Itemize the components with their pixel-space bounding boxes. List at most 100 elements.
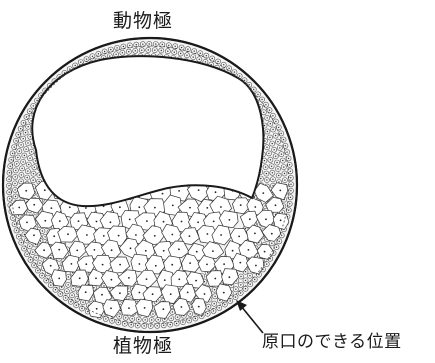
cell-nucleus	[278, 181, 280, 183]
blastopore-arrow	[236, 300, 264, 334]
cell-nucleus	[256, 255, 259, 257]
cell-nucleus	[97, 53, 100, 55]
cell-nucleus	[239, 261, 242, 264]
cell	[190, 54, 197, 60]
cell	[266, 134, 273, 141]
cell-nucleus	[231, 249, 234, 252]
cell-nucleus	[15, 140, 17, 142]
cell-nucleus	[283, 172, 286, 175]
cell-nucleus	[15, 229, 18, 232]
cell-nucleus	[279, 189, 282, 192]
cell	[146, 41, 153, 47]
cell-nucleus	[20, 180, 22, 183]
cell-nucleus	[280, 132, 282, 135]
cell-nucleus	[29, 136, 31, 138]
cell-nucleus	[244, 271, 247, 273]
cell-nucleus	[206, 263, 208, 266]
cell-nucleus	[127, 277, 130, 279]
cell-nucleus	[266, 179, 268, 181]
cell-nucleus	[85, 207, 87, 209]
cell-nucleus	[164, 318, 166, 320]
cell-nucleus	[238, 235, 241, 238]
cell-nucleus	[29, 259, 32, 261]
cell	[271, 146, 277, 153]
cell	[120, 43, 127, 50]
cell-nucleus	[119, 206, 121, 209]
cell	[209, 55, 216, 62]
cell	[28, 148, 35, 155]
cell-nucleus	[32, 173, 35, 175]
cell	[284, 149, 290, 155]
cell-nucleus	[274, 134, 277, 137]
cell	[280, 164, 287, 170]
cell-nucleus	[64, 297, 67, 299]
cell-nucleus	[282, 138, 285, 141]
cell	[21, 152, 28, 159]
cell-nucleus	[70, 301, 72, 303]
cell-nucleus	[263, 111, 265, 114]
cell-nucleus	[162, 308, 165, 311]
cell-nucleus	[76, 249, 79, 252]
cell-nucleus	[95, 307, 98, 310]
cell-nucleus	[20, 241, 22, 244]
cell-nucleus	[138, 318, 140, 321]
cell-nucleus	[277, 141, 279, 143]
vegetal-cell	[270, 182, 289, 201]
cell-nucleus	[255, 264, 257, 267]
cell	[278, 151, 285, 158]
cell-nucleus	[278, 240, 280, 242]
cell-nucleus	[12, 217, 14, 219]
cell	[6, 176, 13, 183]
cell-nucleus	[262, 192, 265, 195]
cell-nucleus	[289, 170, 291, 172]
cell	[9, 214, 16, 221]
cell-nucleus	[39, 240, 42, 242]
cell-nucleus	[281, 234, 283, 236]
cell	[145, 47, 152, 53]
cell-nucleus	[34, 160, 37, 162]
cell-nucleus	[109, 221, 112, 224]
cell-nucleus	[247, 249, 250, 251]
cell	[15, 131, 22, 138]
cell-nucleus	[50, 284, 52, 286]
cell-nucleus	[187, 48, 189, 50]
cell-nucleus	[44, 219, 47, 222]
cell-nucleus	[18, 150, 20, 152]
cell	[13, 160, 20, 167]
cell-nucleus	[138, 291, 141, 294]
cell	[18, 178, 24, 185]
cell-nucleus	[228, 67, 230, 70]
vegetal-cell	[201, 241, 225, 259]
cell-nucleus	[10, 159, 12, 161]
cell	[26, 108, 33, 115]
cell	[272, 153, 279, 160]
cell	[95, 50, 102, 57]
cell	[70, 285, 77, 292]
cell-nucleus	[38, 180, 40, 183]
cell-nucleus	[129, 44, 131, 47]
cell	[6, 169, 13, 176]
cell	[25, 161, 32, 168]
cell	[30, 170, 37, 177]
cell-nucleus	[268, 109, 271, 111]
vegetal-cell	[34, 210, 56, 229]
cell-nucleus	[41, 230, 44, 232]
cell-nucleus	[212, 310, 215, 312]
cell-nucleus	[188, 235, 191, 238]
cell-nucleus	[119, 292, 121, 295]
cell-nucleus	[125, 317, 127, 319]
cell-nucleus	[130, 324, 132, 326]
cell-nucleus	[224, 303, 226, 306]
cell-nucleus	[110, 249, 113, 252]
cell-nucleus	[36, 99, 38, 102]
cell-nucleus	[289, 196, 292, 198]
cell	[192, 315, 199, 322]
cell-nucleus	[195, 279, 198, 282]
cell-nucleus	[247, 258, 249, 260]
cell-nucleus	[74, 64, 76, 67]
cell	[12, 167, 19, 174]
vegetal-cell	[181, 253, 201, 273]
cell	[15, 233, 22, 240]
cell-nucleus	[80, 61, 82, 63]
cell	[267, 120, 274, 127]
